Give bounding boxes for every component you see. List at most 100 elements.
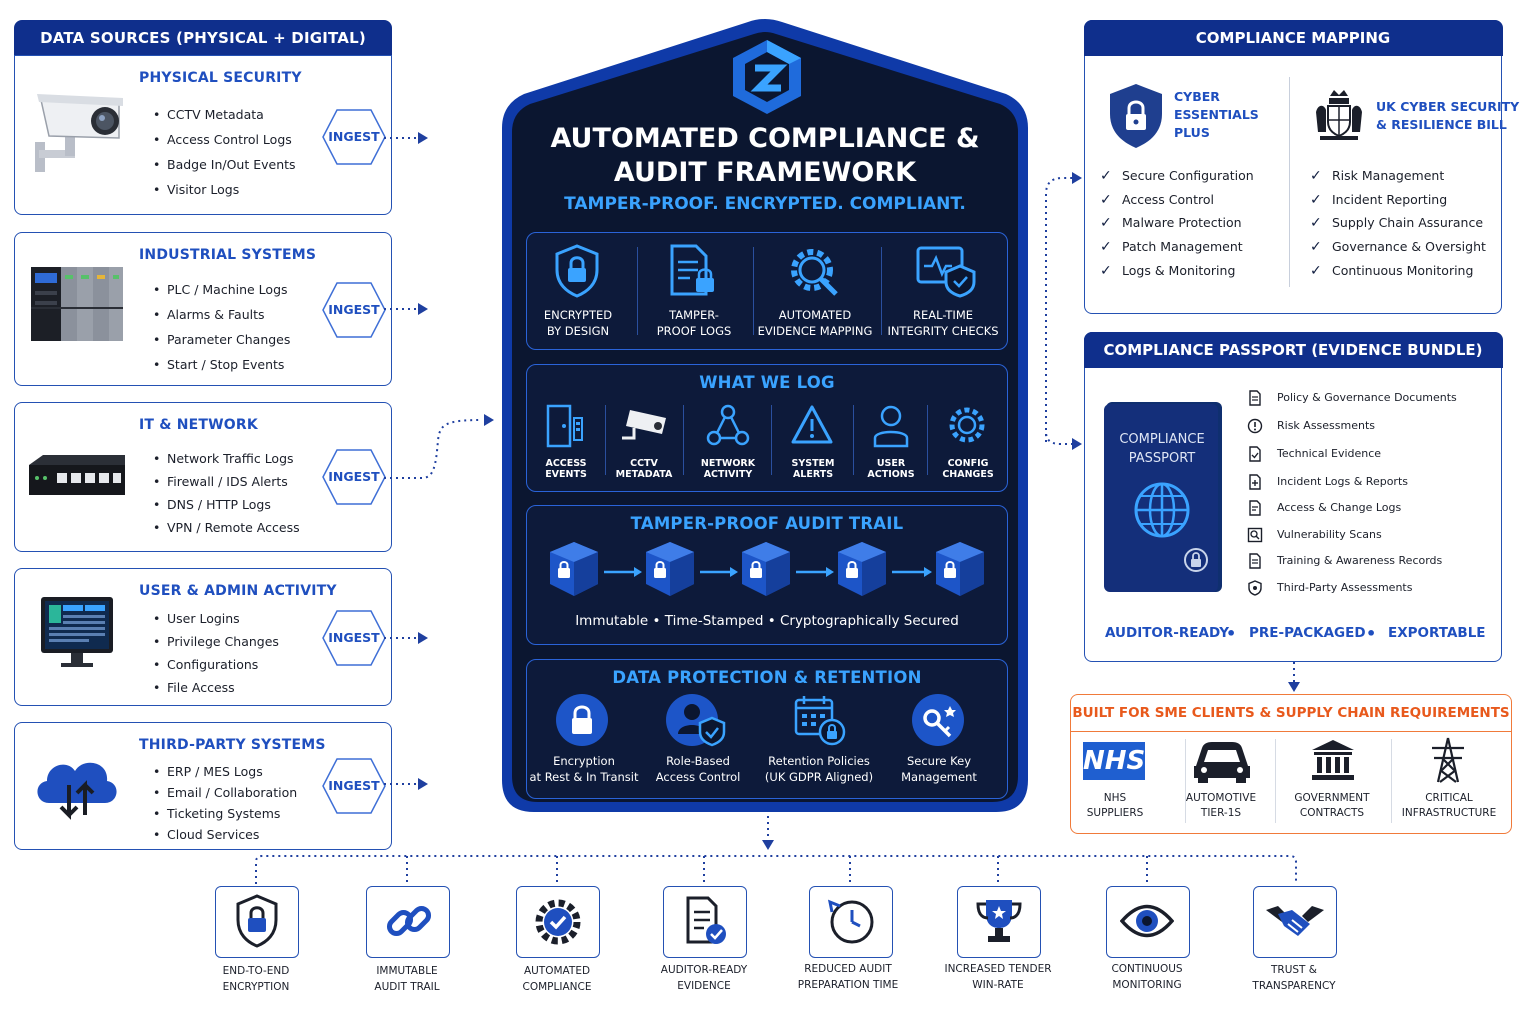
- ingest-label: INGEST: [328, 469, 380, 484]
- shield-lock-icon: [555, 244, 599, 298]
- source-card-industrial-systems[interactable]: INDUSTRIAL SYSTEMS PLC / Machine Logs Al…: [14, 232, 392, 386]
- ingest-label: INGEST: [328, 778, 380, 793]
- mapping-check-item: ✓Secure Configuration: [1100, 168, 1254, 184]
- source-item: PLC / Machine Logs: [139, 277, 290, 302]
- cyber-essentials-shield-icon: [1110, 84, 1162, 148]
- compliance-mapping-panel: COMPLIANCE MAPPING: [1083, 19, 1503, 314]
- audit-trail-title: TAMPER-PROOF AUDIT TRAIL: [630, 514, 904, 533]
- benefit-label: TRUST &TRANSPARENCY: [1252, 964, 1336, 992]
- compliance-passport-panel: COMPLIANCE PASSPORT (EVIDENCE BUNDLE): [1083, 331, 1503, 662]
- source-item: CCTV Metadata: [139, 102, 296, 127]
- feature-box: [526, 232, 1008, 350]
- door-access-icon: [546, 404, 583, 448]
- what-we-log-box: WHAT WE LOG: [526, 364, 1008, 492]
- passport-item: Third-Party Assessments: [1277, 581, 1413, 594]
- calendar-lock-icon: [794, 696, 846, 746]
- source-item: Configurations: [139, 653, 279, 676]
- passport-book-icon: [1104, 402, 1222, 592]
- source-item: Cloud Services: [139, 824, 297, 845]
- framework-title-line2: AUDIT FRAMEWORK: [613, 157, 917, 188]
- mapping-check-item: ✓Incident Reporting: [1310, 192, 1448, 208]
- source-item: Alarms & Faults: [139, 302, 290, 327]
- source-item: ERP / MES Logs: [139, 761, 297, 782]
- source-card-third-party[interactable]: THIRD-PARTY SYSTEMS ERP / MES Logs Email…: [14, 722, 392, 850]
- log-cctv-metadata: CCTV METADATA: [615, 458, 673, 480]
- ingest-label: INGEST: [328, 302, 380, 317]
- scan-icon: [1247, 527, 1263, 543]
- car-icon: [1194, 742, 1250, 783]
- ingest-connectors: [384, 132, 494, 790]
- source-item: Privilege Changes: [139, 630, 279, 653]
- log-config-changes: CONFIG CHANGES: [942, 458, 994, 480]
- mapping-check-item: ✓Malware Protection: [1100, 215, 1242, 231]
- cloud-sync-icon: [37, 762, 117, 820]
- log-access-events: ACCESS EVENTS: [545, 458, 587, 480]
- change-log-icon: [1249, 500, 1261, 516]
- royal-crest-icon: [1316, 90, 1362, 140]
- passport-sme-connector: [1288, 662, 1300, 692]
- passport-footer-pre-packaged: PRE-PACKAGED: [1249, 625, 1366, 641]
- source-card-it-network[interactable]: IT & NETWORK Network Traffic Logs Firewa…: [14, 402, 392, 552]
- footer-separator: •: [1226, 624, 1237, 643]
- log-network-activity: NETWORK ACTIVITY: [700, 458, 756, 480]
- ingest-node: INGEST: [321, 757, 387, 815]
- key-circle-icon: [912, 694, 964, 746]
- source-card-physical-security[interactable]: PHYSICAL SECURITY CCTV Metadata Access C…: [14, 55, 392, 215]
- source-item: Email / Collaboration: [139, 782, 297, 803]
- source-item: Ticketing Systems: [139, 803, 297, 824]
- blockchain-chain: [549, 541, 985, 597]
- passport-footer-exportable: EXPORTABLE: [1388, 625, 1486, 641]
- passport-footer-auditor-ready: AUDITOR-READY: [1105, 625, 1229, 641]
- passport-item: Technical Evidence: [1277, 447, 1382, 460]
- passport-item: Training & Awareness Records: [1277, 554, 1443, 567]
- source-item: VPN / Remote Access: [139, 516, 300, 539]
- mapping-check-item: ✓Patch Management: [1100, 239, 1243, 255]
- user-shield-icon: [666, 694, 726, 747]
- benefits-connectors: [255, 816, 1297, 884]
- mapping-connectors: [1045, 172, 1082, 450]
- source-item: Access Control Logs: [139, 127, 296, 152]
- source-item: User Logins: [139, 607, 279, 630]
- trophy-icon: [976, 900, 1022, 942]
- gear-search-icon: [791, 249, 838, 296]
- source-item: File Access: [139, 676, 279, 699]
- source-title: IT & NETWORK: [139, 417, 258, 433]
- passport-item: Policy & Governance Documents: [1277, 391, 1457, 404]
- mapping-check-item: ✓Logs & Monitoring: [1100, 263, 1236, 279]
- power-pylon-icon: [1432, 737, 1464, 783]
- framework-logo-icon: [733, 40, 801, 114]
- ingest-label: INGEST: [328, 630, 380, 645]
- passport-item: Vulnerability Scans: [1277, 528, 1382, 541]
- compliance-mapping-header: COMPLIANCE MAPPING: [1083, 19, 1503, 56]
- source-item: Parameter Changes: [139, 327, 290, 352]
- audit-trail-tagline: Immutable • Time-Stamped • Cryptographic…: [575, 613, 959, 629]
- document-check-icon: [1249, 446, 1261, 462]
- network-nodes-icon: [706, 404, 750, 446]
- source-title: USER & ADMIN ACTIVITY: [139, 583, 337, 599]
- protection-retention: Retention Policies(UK GDPR Aligned): [764, 754, 874, 784]
- nhs-logo: NHS: [1083, 742, 1145, 780]
- passport-item: Access & Change Logs: [1277, 501, 1402, 514]
- shield-lock-icon: [236, 894, 278, 948]
- ingest-node: INGEST: [321, 448, 387, 506]
- monitor-shield-icon: [916, 246, 976, 298]
- source-card-user-admin[interactable]: USER & ADMIN ACTIVITY User Logins Privil…: [14, 568, 392, 706]
- source-item: Firewall / IDS Alerts: [139, 470, 300, 493]
- chain-link-icon: [386, 905, 432, 937]
- mapping-check-item: ✓Access Control: [1100, 192, 1214, 208]
- cctv-camera-icon: [35, 94, 123, 172]
